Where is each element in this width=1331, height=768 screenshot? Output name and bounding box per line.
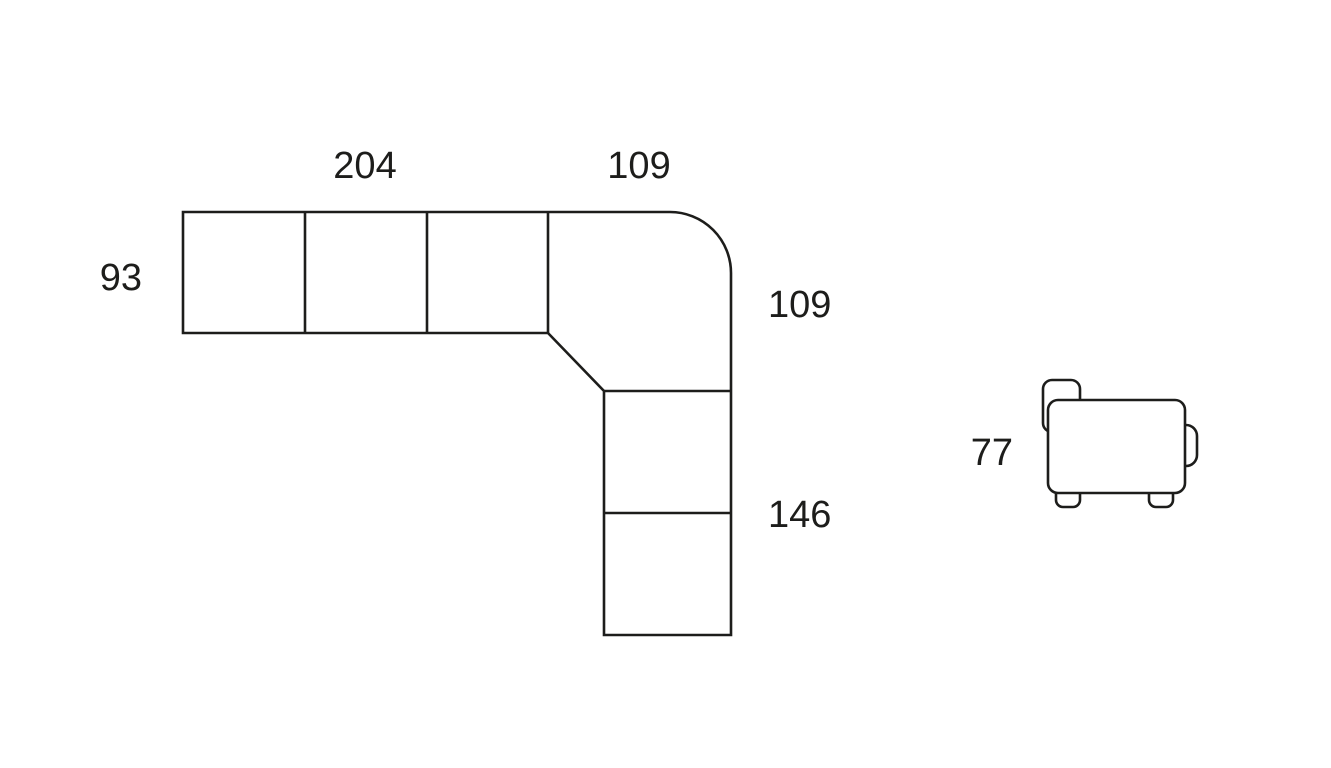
dimension-labels: 204 109 93 109 146 77 bbox=[100, 145, 1013, 536]
sofa-plan-outline bbox=[181, 210, 733, 637]
dim-top-section-width: 204 bbox=[333, 145, 396, 187]
sofa-side-view bbox=[1041, 378, 1199, 509]
dim-corner-section-width: 109 bbox=[607, 145, 670, 187]
dim-left-depth: 93 bbox=[100, 257, 142, 299]
chair-body bbox=[1046, 398, 1187, 495]
dim-right-section-length: 146 bbox=[768, 494, 831, 536]
dim-side-height: 77 bbox=[971, 432, 1013, 474]
dim-corner-right-depth: 109 bbox=[768, 284, 831, 326]
sofa-plan-view bbox=[181, 210, 733, 637]
